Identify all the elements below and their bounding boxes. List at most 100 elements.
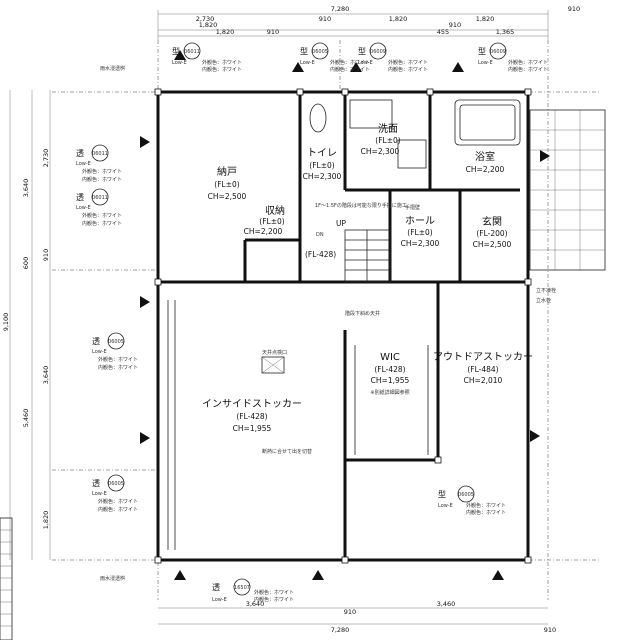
room-fl: (FL-428) bbox=[236, 412, 267, 421]
window-tag: 透 06005 Low-E 外観色：ホワイト 内観色：ホワイト bbox=[92, 474, 138, 513]
window-ext: 外観色：ホワイト bbox=[254, 589, 294, 596]
window-kind: 透 bbox=[212, 583, 220, 592]
room-ch: CH=1,955 bbox=[371, 376, 410, 385]
window-int: 内観色：ホワイト bbox=[508, 66, 548, 73]
ceiling-note: 階段下斜め天井 bbox=[345, 310, 380, 317]
window-int: 内観色：ホワイト bbox=[330, 66, 370, 73]
dim-top-c: 910 bbox=[319, 15, 331, 23]
room-fl: (FL-200) bbox=[476, 229, 507, 238]
shelf-note: ※別紙詳細図参照 bbox=[370, 389, 409, 396]
notes: 1F～1.5Fの階段は可能な限り手摺に施工 手摺壁 UP DN (FL-428)… bbox=[100, 65, 556, 582]
dim-left-d: 600 bbox=[22, 257, 30, 269]
room-wic: WIC (FL-428) CH=1,955 ※別紙詳細図参照 bbox=[370, 352, 409, 396]
window-glass: Low-E bbox=[438, 503, 453, 509]
window-kind: 透 bbox=[76, 149, 84, 158]
window-tag: 型 06011 Low-E 外観色：ホワイト 内観色：ホワイト bbox=[172, 42, 242, 73]
room-ch: CH=2,300 bbox=[401, 239, 440, 248]
drain-note-top: 雨水浸透桝 bbox=[100, 65, 125, 72]
dim-bottom-d: 910 bbox=[544, 626, 556, 634]
room-inside-stocker: インサイドストッカー (FL-428) CH=1,955 bbox=[202, 398, 302, 433]
room-name: トイレ bbox=[307, 148, 337, 159]
window-glass: Low-E bbox=[76, 205, 91, 211]
washbasin bbox=[349, 99, 393, 129]
handrail-note: 手摺壁 bbox=[405, 204, 420, 211]
window-tag: 型 06005 Low-E 外観色：ホワイト 内観色：ホワイト bbox=[300, 42, 370, 73]
dim-top-b: 2,730 bbox=[196, 15, 215, 23]
window-code: 06005 bbox=[458, 492, 474, 498]
window-glass: Low-E bbox=[92, 349, 107, 355]
window-kind: 型 bbox=[172, 47, 180, 56]
window-int: 内観色：ホワイト bbox=[388, 66, 428, 73]
room-ch: CH=2,010 bbox=[464, 376, 503, 385]
floor-note: 断熱に合せて出を切替 bbox=[262, 448, 312, 455]
window-code: 06005 bbox=[312, 49, 328, 55]
window-kind: 透 bbox=[76, 193, 84, 202]
room-toilet: トイレ (FL±0) CH=2,300 bbox=[303, 148, 342, 181]
dim-left-total: 9,100 bbox=[2, 313, 10, 332]
window-ext: 外観色：ホワイト bbox=[466, 502, 506, 509]
room-fl: (FL-428) bbox=[374, 365, 405, 374]
dim-top-total: 7,280 bbox=[331, 5, 350, 13]
window-ext: 外観色：ホワイト bbox=[82, 212, 122, 219]
stair-fl: (FL-428) bbox=[305, 250, 336, 259]
window-code: 06005 bbox=[108, 481, 124, 487]
toilet bbox=[309, 103, 327, 133]
dim-left-g: 1,820 bbox=[42, 511, 50, 530]
window-code: 16507 bbox=[234, 585, 250, 591]
window-int: 内観色：ホワイト bbox=[82, 220, 122, 227]
room-ch: CH=2,500 bbox=[473, 240, 512, 249]
room-fl: (FL±0) bbox=[214, 180, 239, 189]
dim-bottom-b: 3,460 bbox=[437, 600, 456, 608]
wall-markers bbox=[140, 50, 550, 580]
window-glass: Low-E bbox=[478, 60, 493, 66]
room-ch: CH=2,300 bbox=[361, 147, 400, 156]
dim-top-d: 1,820 bbox=[389, 15, 408, 23]
window-glass: Low-E bbox=[172, 60, 187, 66]
bottom-dimensions: 3,640 3,460 7,280 910 910 bbox=[158, 600, 556, 634]
room-name: ホール bbox=[405, 215, 435, 227]
dim-left-a: 2,730 bbox=[42, 149, 50, 168]
window-ext: 外観色：ホワイト bbox=[330, 59, 370, 66]
room-fl: (FL±0) bbox=[309, 161, 334, 170]
room-nando: 納戸 (FL±0) CH=2,500 bbox=[208, 165, 247, 201]
window-glass: Low-E bbox=[212, 597, 227, 603]
window-int: 内観色：ホワイト bbox=[254, 596, 294, 603]
grid-lines bbox=[52, 40, 600, 600]
dim-left-f: 5,460 bbox=[22, 409, 30, 428]
window-tag: 型 06005 Low-E 外観色：ホワイト 内観色：ホワイト bbox=[438, 485, 506, 516]
room-washroom: 洗面 (FL±0) CH=2,300 bbox=[361, 123, 401, 156]
window-tag: 透 06011 Low-E 外観色：ホワイト 内観色：ホワイト bbox=[76, 188, 122, 227]
fixtures bbox=[167, 99, 606, 550]
staircase bbox=[344, 229, 391, 283]
room-name: 浴室 bbox=[475, 150, 495, 163]
room-fl: (FL-484) bbox=[467, 365, 498, 374]
window-tag: 型 06009 Low-E 外観色：ホワイト 内観色：ホワイト bbox=[478, 42, 548, 73]
window-code: 06005 bbox=[108, 339, 124, 345]
up-label: UP bbox=[336, 219, 346, 228]
room-name: 玄関 bbox=[482, 215, 502, 228]
window-kind: 型 bbox=[438, 490, 446, 499]
window-int: 内観色：ホワイト bbox=[98, 364, 138, 371]
window-ext: 外観色：ホワイト bbox=[508, 59, 548, 66]
window-ext: 外観色：ホワイト bbox=[98, 356, 138, 363]
dim-bottom-c: 910 bbox=[344, 608, 356, 616]
room-fl: (FL±0) bbox=[259, 217, 284, 226]
window-code: 06011 bbox=[184, 49, 200, 55]
window-int: 内観色：ホワイト bbox=[466, 509, 506, 516]
room-name: 収納 bbox=[265, 204, 285, 217]
window-ext: 外観色：ホワイト bbox=[202, 59, 242, 66]
dim-top-f: 1,820 bbox=[476, 15, 495, 23]
posts bbox=[154, 88, 532, 564]
room-name: インサイドストッカー bbox=[202, 398, 302, 410]
room-fl: (FL±0) bbox=[407, 228, 432, 237]
dn-label: DN bbox=[316, 232, 324, 238]
room-ch: CH=2,200 bbox=[466, 165, 505, 174]
window-ext: 外観色：ホワイト bbox=[82, 168, 122, 175]
window-code: 06009 bbox=[370, 49, 386, 55]
window-ext: 外観色：ホワイト bbox=[388, 59, 428, 66]
dim-left-c: 910 bbox=[42, 249, 50, 261]
vent-note: 天井点検口 bbox=[262, 349, 287, 356]
bathtub bbox=[454, 99, 521, 146]
dim-top-i: 455 bbox=[437, 28, 449, 36]
window-kind: 透 bbox=[92, 337, 100, 346]
